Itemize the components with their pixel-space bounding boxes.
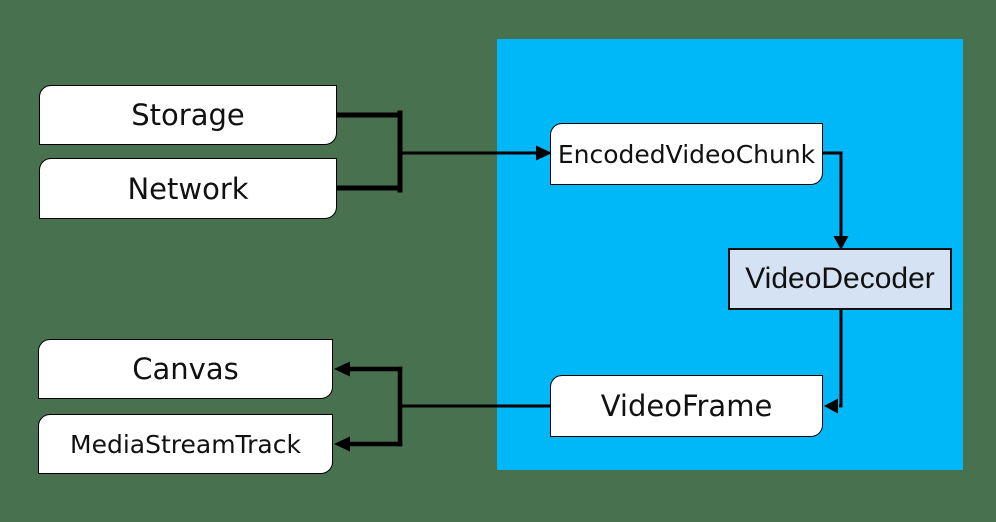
node-videodecoder: VideoDecoder: [728, 248, 952, 310]
node-canvas: Canvas: [38, 339, 333, 399]
node-storage: Storage: [39, 85, 337, 145]
node-mediastreamtrack: MediaStreamTrack: [38, 414, 333, 474]
arrowhead-into-mediastreamtrack: [334, 436, 350, 452]
node-encodedvideochunk: EncodedVideoChunk: [550, 123, 823, 185]
arrowhead-into-canvas: [334, 361, 350, 377]
node-videoframe: VideoFrame: [550, 375, 823, 437]
node-network: Network: [39, 158, 337, 219]
